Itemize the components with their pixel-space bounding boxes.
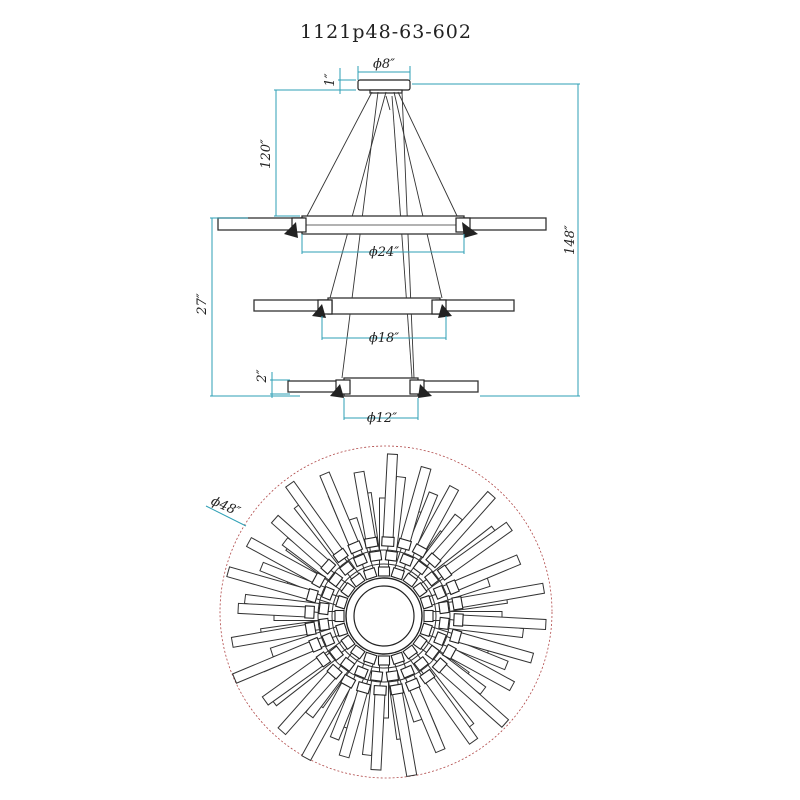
crystal-bar	[245, 536, 327, 589]
crystal-bar	[419, 668, 479, 745]
crystal-bar	[370, 685, 387, 771]
crystal-bar	[338, 681, 372, 759]
canopy-diameter-label: ϕ8″	[373, 57, 395, 72]
ring-bottom-diameter-label: ϕ12″	[367, 411, 397, 426]
canopy	[357, 79, 411, 91]
dimension-lines	[210, 66, 580, 420]
crystal-bar	[453, 613, 547, 630]
crystal-bar	[284, 480, 349, 564]
ring-mid	[331, 563, 437, 669]
ring-bottom-body	[343, 377, 419, 397]
crystal-bar	[277, 663, 343, 736]
crystal-bar	[445, 554, 522, 596]
crystal-bar	[231, 636, 323, 684]
crystal-bar	[389, 683, 418, 778]
tier-span-label: 27″	[195, 293, 210, 316]
crystal-bar	[237, 602, 315, 619]
crystal-bar	[270, 514, 337, 575]
suspension-cables	[305, 91, 459, 379]
crystal-bar	[451, 582, 546, 611]
ring-top-diameter-label: ϕ24″	[369, 245, 399, 260]
ring-outer	[317, 549, 451, 683]
overall-height-label: 148″	[563, 225, 578, 255]
crystal-bar	[319, 471, 364, 555]
crystal-bar	[353, 470, 379, 549]
top-view: ϕ48″	[205, 445, 553, 779]
crystal-bar	[230, 621, 317, 648]
outer-diameter-circle	[219, 445, 553, 779]
crystal-bar	[301, 673, 357, 762]
crystal-bar	[449, 628, 535, 664]
crystal-bar-middle-right	[435, 299, 515, 312]
side-view: ϕ8″ 1″ 120″ 148″ 27″ 2″ ϕ24″ ϕ18″ ϕ12″	[195, 57, 580, 426]
crystal-bar	[226, 566, 319, 604]
crystal-bar	[269, 622, 349, 658]
radial-crystal-bars	[226, 453, 547, 778]
ring-middle-diameter-label: ϕ18″	[369, 331, 399, 346]
crystal-bar	[404, 677, 446, 754]
center-ring-inner	[353, 585, 415, 647]
tier-top	[217, 215, 547, 238]
crystal-bar	[381, 453, 398, 547]
tier-bottom	[287, 377, 479, 398]
crystal-bar	[411, 484, 460, 559]
crystal-bar	[431, 657, 510, 728]
crystal-bar	[425, 490, 496, 569]
crystal-bar-top-right	[459, 217, 547, 231]
crystal-bar	[396, 465, 432, 551]
ring-middle-body	[327, 297, 441, 315]
crystal-bar	[441, 643, 516, 692]
crystal-bar	[261, 651, 332, 706]
hang-length-label: 120″	[259, 139, 274, 169]
tier-middle	[253, 297, 515, 318]
ring-height-label: 2″	[255, 369, 270, 383]
canopy-height-label: 1″	[323, 73, 338, 86]
crystal-bar	[436, 521, 513, 581]
model-number: 1121p48-63-602	[300, 21, 472, 43]
